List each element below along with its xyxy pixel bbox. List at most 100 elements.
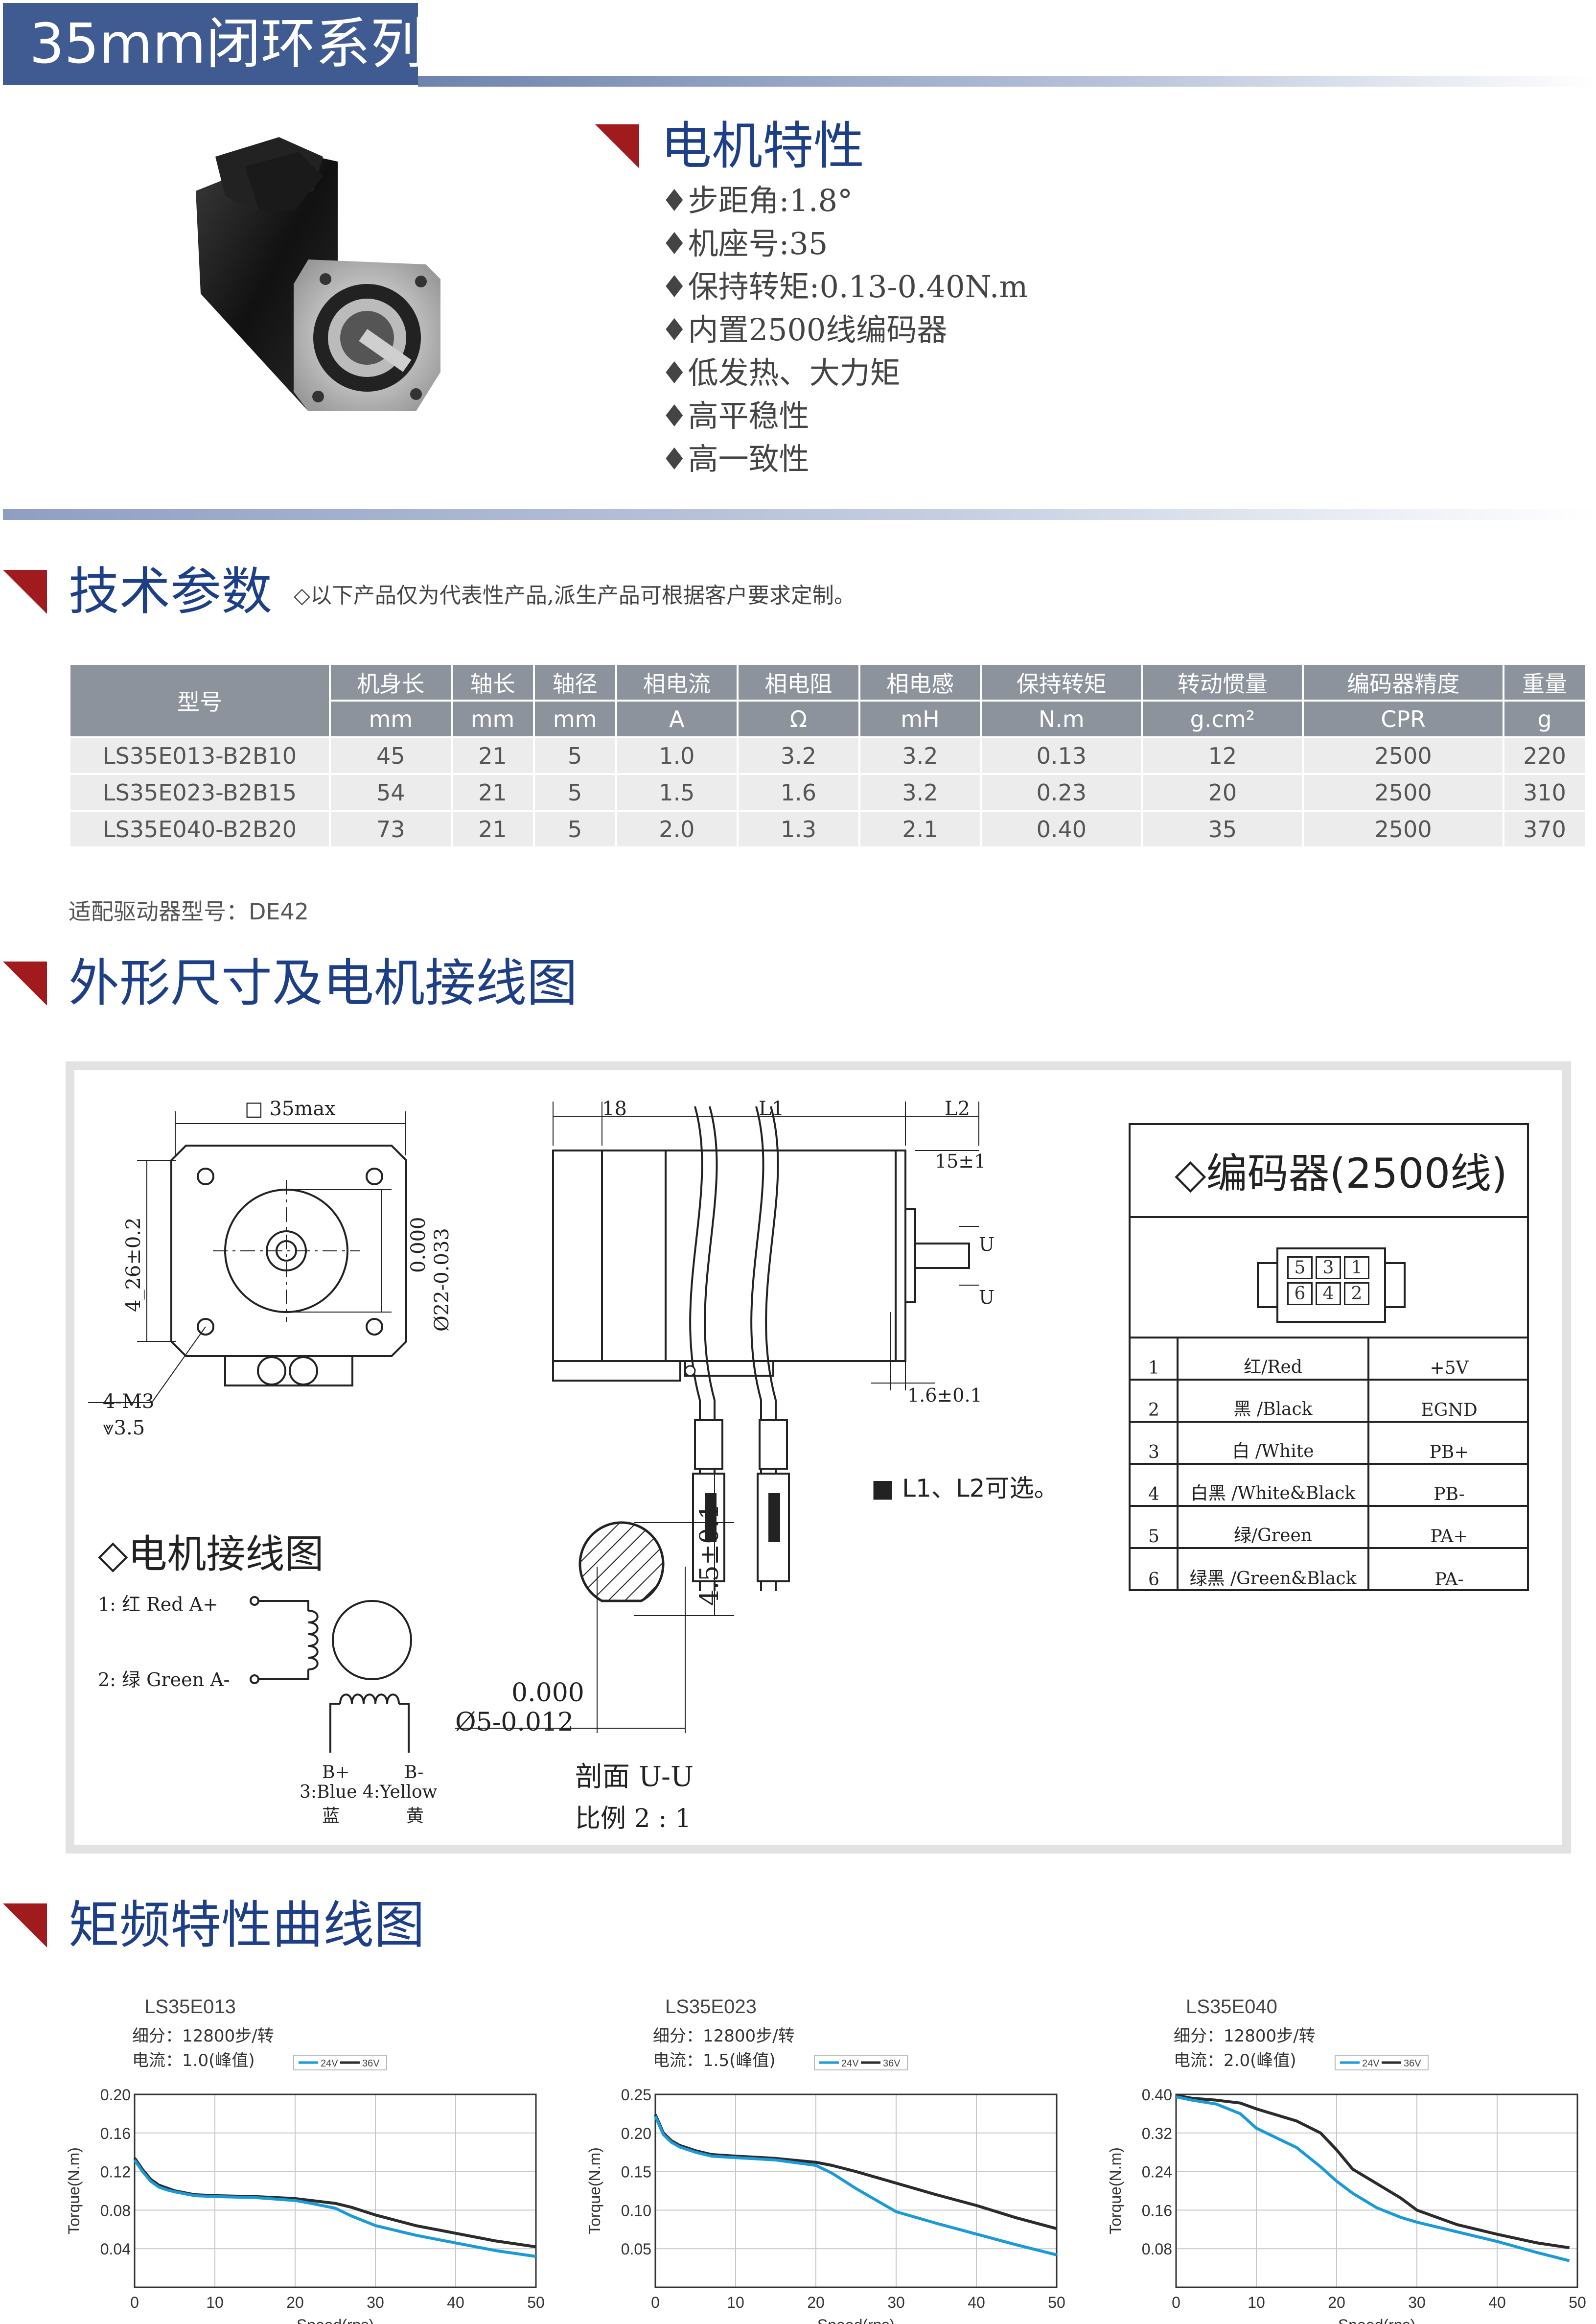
chart-plot-area: [134, 2093, 537, 2288]
spec-header-cell: 相电阻: [737, 663, 860, 702]
chart-series-24v: [1176, 2095, 1570, 2262]
front-h-label: 4_26±0.2: [122, 1217, 145, 1312]
spec-unit-cell: g.cm²: [1141, 700, 1304, 738]
chart-series-36v: [1176, 2094, 1570, 2250]
chart-y-tick: 0.04: [100, 2240, 131, 2258]
side-l1-label: L1: [759, 1098, 785, 1120]
chart-plot-area: [1175, 2093, 1578, 2288]
chart-y-tick: 0.08: [1142, 2240, 1172, 2258]
encoder-pin: 3: [1316, 1256, 1341, 1279]
spec-header-cell: 机身长: [329, 663, 453, 702]
section-divider: [3, 509, 1596, 520]
spec-cell: 3.2: [737, 736, 860, 775]
spec-cell: 3.2: [858, 773, 982, 812]
shaft-section-drawing: [455, 1469, 734, 1733]
specs-title: 技术参数: [69, 562, 273, 621]
spec-unit-row: mm mm mm A Ω mH N.m g.cm² CPR g: [69, 700, 1587, 738]
feature-item: ♦低发热、大力矩: [661, 355, 901, 391]
spec-cell: 2500: [1302, 810, 1504, 848]
feature-item: ♦内置2500线编码器: [661, 312, 948, 348]
spec-row: LS35E023-B2B15 54 21 5 1.5 1.6 3.2 0.23 …: [69, 773, 1587, 812]
front-dia-tol: 0.000: [407, 1217, 430, 1273]
spec-header-cell: 相电流: [615, 663, 739, 702]
spec-cell: 370: [1502, 810, 1587, 848]
chart-x-tick: 40: [968, 2294, 985, 2311]
encoder-pin-signal: PB+: [1429, 1442, 1469, 1462]
chart-y-tick: 0.24: [1142, 2163, 1172, 2181]
specs-subtitle: ◇以下产品仅为代表性产品,派生产品可根据客户要求定制。: [294, 583, 856, 608]
front-screw-label: 4-M3: [103, 1390, 155, 1413]
spec-unit-cell: mm: [532, 700, 617, 738]
spec-header-cell: 轴径: [532, 663, 617, 702]
legend-label-24v: 24V: [321, 2058, 338, 2069]
chart-x-tick: 50: [1569, 2294, 1586, 2311]
encoder-pin: 2: [1344, 1282, 1369, 1305]
side-d18-label: 18: [602, 1098, 627, 1120]
encoder-pin-signal: PB-: [1434, 1484, 1465, 1504]
chart-step-label: 细分：12800步/转: [132, 2026, 274, 2046]
chart-y-tick: 0.16: [100, 2125, 131, 2142]
wiring-b-minus: B-: [404, 1762, 424, 1783]
chart-x-tick: 50: [1048, 2294, 1065, 2311]
spec-unit-cell: mm: [450, 700, 535, 738]
spec-cell: LS35E013-B2B10: [69, 736, 331, 775]
wiring-schematic: [250, 1596, 412, 1753]
encoder-title: ◇编码器(2500线): [1175, 1150, 1507, 1197]
encoder-pin-no: 5: [1148, 1526, 1159, 1547]
wiring-blue-cn: 蓝: [322, 1806, 340, 1826]
encoder-pin-no: 1: [1148, 1358, 1159, 1378]
encoder-pin-no: 2: [1148, 1400, 1159, 1420]
chart-x-tick: 10: [206, 2294, 224, 2311]
encoder-pin-signal: PA+: [1430, 1526, 1468, 1547]
spec-cell: 1.0: [615, 736, 739, 775]
chart-x-tick: 0: [130, 2294, 139, 2311]
spec-cell: LS35E040-B2B20: [69, 810, 331, 848]
spec-cell: 3.2: [858, 736, 982, 775]
feature-item: ♦步距角:1.8°: [661, 183, 853, 218]
wiring-title: ◇电机接线图: [98, 1531, 324, 1577]
section-dia-label: Ø5-0.012: [455, 1708, 574, 1737]
spec-unit-cell: mm: [329, 700, 453, 738]
chart-step-label: 细分：12800步/转: [1174, 2026, 1316, 2046]
front-dia-label: Ø22-0.033: [431, 1228, 453, 1332]
section-d45-label: 4.5±0.1: [695, 1503, 724, 1606]
encoder-pin-color: 绿/Green: [1177, 1506, 1369, 1548]
encoder-pin: 4: [1316, 1282, 1341, 1305]
spec-cell: 2500: [1302, 773, 1504, 812]
spec-cell: 21: [450, 810, 535, 848]
legend-label-24v: 24V: [1362, 2058, 1380, 2069]
chart-step-label: 细分：12800步/转: [653, 2026, 795, 2046]
driver-note: 适配驱动器型号：DE42: [69, 898, 309, 925]
chart-y-label: Torque(N.m): [1107, 2147, 1124, 2234]
spec-cell: 0.13: [980, 736, 1143, 775]
feature-item: ♦机座号:35: [661, 226, 828, 261]
chart-x-label: Speed(rps): [817, 2316, 895, 2324]
spec-unit-cell: g: [1502, 700, 1587, 738]
wiring-a-plus: 1: 红 Red A+: [98, 1594, 218, 1615]
chart-current-label: 电流：2.0(峰值): [1174, 2051, 1296, 2070]
features-marker: [595, 124, 639, 168]
header-rule: [418, 76, 1596, 87]
chart-x-tick: 20: [1328, 2294, 1345, 2311]
chart-x-tick: 20: [807, 2294, 825, 2311]
encoder-pin-color: 白黑 /White&Black: [1177, 1464, 1369, 1506]
spec-header-cell: 保持转矩: [980, 663, 1143, 702]
spec-header-cell: 编码器精度: [1302, 663, 1504, 702]
side-d15-label: 15±1: [935, 1150, 986, 1172]
front-size-label: □ 35max: [245, 1098, 336, 1120]
encoder-pin-row: 4 白黑 /White&Black PB-: [1129, 1464, 1529, 1506]
spec-cell: 5: [532, 736, 617, 775]
spec-row: LS35E040-B2B20 73 21 5 2.0 1.3 2.1 0.40 …: [69, 810, 1587, 848]
chart-title: LS35E013: [144, 1996, 236, 2018]
chart-series-24v: [133, 2159, 536, 2258]
spec-cell: 2.0: [615, 810, 739, 848]
encoder-pin-signal: EGND: [1421, 1400, 1478, 1420]
spec-cell: 5: [532, 810, 617, 848]
spec-header-cell: 转动惯量: [1141, 663, 1304, 702]
encoder-pin-signal: PA-: [1434, 1570, 1464, 1590]
spec-cell: 220: [1502, 736, 1587, 775]
spec-cell: 73: [329, 810, 453, 848]
drawing-title: 外形尺寸及电机接线图: [69, 953, 578, 1013]
side-u-label-bottom: U: [979, 1287, 995, 1308]
